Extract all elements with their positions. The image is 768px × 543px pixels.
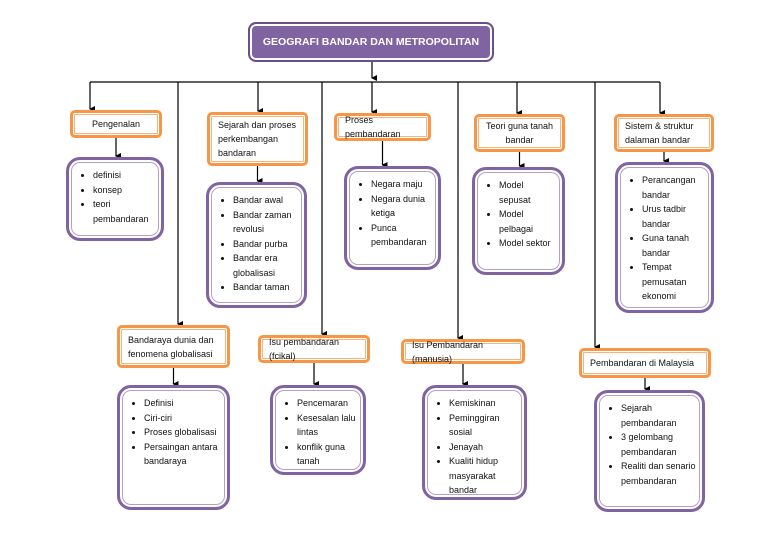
list-item: Model pelbagai <box>499 207 556 236</box>
list-item: Bandar taman <box>233 280 298 295</box>
detail-box: Perancangan bandarUrus tadbir bandarGuna… <box>615 162 714 313</box>
topic-box: Isu Pembandaran (manusia) <box>401 339 525 364</box>
detail-box: PencemaranKesesalan lalu lintaskonflik g… <box>270 385 366 475</box>
detail-list: PencemaranKesesalan lalu lintaskonflik g… <box>279 396 357 469</box>
list-item: Ciri-ciri <box>144 411 221 426</box>
list-item: definisi <box>93 168 155 183</box>
detail-list: definisikonsepteori pembandaran <box>75 168 155 226</box>
topic-box: Pengenalan <box>70 110 162 138</box>
topic-box: Sejarah dan proses perkembangan bandaran <box>207 112 308 166</box>
topic-label: Isu Pembandaran (manusia) <box>412 339 484 364</box>
list-item: 3 gelombang pembandaran <box>621 430 696 459</box>
list-item: Kualiti hidup masyarakat bandar <box>449 454 518 497</box>
topic-box: Isu pembandaran (fcikal) <box>258 335 370 363</box>
list-item: Perancangan bandar <box>642 173 705 202</box>
topic-box: Sistem & struktur dalaman bandar <box>614 114 714 152</box>
list-item: Guna tanah bandar <box>642 231 705 260</box>
list-item: Negara maju <box>371 177 432 192</box>
topic-label: Sistem & struktur dalaman bandar <box>625 121 694 145</box>
list-item: Sejarah pembandaran <box>621 401 696 430</box>
list-item: Bandar awal <box>233 193 298 208</box>
topic-box: Bandaraya dunia dan fenomena globalisasi <box>117 325 230 368</box>
topic-label: Pembandaran di Malaysia <box>590 358 695 368</box>
detail-list: DefinisiCiri-ciriProses globalisasiPersa… <box>126 396 221 469</box>
detail-box: Model sepusatModel pelbagaiModel sektor <box>472 167 565 275</box>
list-item: Urus tadbir bandar <box>642 202 705 231</box>
list-item: konsep <box>93 183 155 198</box>
list-item: Model sepusat <box>499 178 556 207</box>
list-item: Peminggiran sosial <box>449 411 518 440</box>
topic-box: Teori guna tanah bandar <box>474 114 565 152</box>
list-item: Kemiskinan <box>449 396 518 411</box>
list-item: Jenayah <box>449 440 518 455</box>
list-item: Punca pembandaran <box>371 221 432 250</box>
list-item: konflik guna tanah <box>297 440 357 469</box>
detail-list: Bandar awalBandar zaman revolusiBandar p… <box>215 193 298 295</box>
detail-box: Negara majuNegara dunia ketigaPunca pemb… <box>344 166 441 270</box>
topic-label: Proses pembandaran <box>345 115 401 139</box>
list-item: Kesesalan lalu lintas <box>297 411 357 440</box>
topic-box: Pembandaran di Malaysia <box>579 348 711 378</box>
list-item: Model sektor <box>499 236 556 251</box>
list-item: Bandar era globalisasi <box>233 251 298 280</box>
list-item: Negara dunia ketiga <box>371 192 432 221</box>
detail-box: Bandar awalBandar zaman revolusiBandar p… <box>206 182 307 308</box>
topic-box: Proses pembandaran <box>334 113 431 141</box>
main-title: GEOGRAFI BANDAR DAN METROPOLITAN <box>248 22 494 62</box>
list-item: Bandar purba <box>233 237 298 252</box>
detail-list: Sejarah pembandaran3 gelombang pembandar… <box>603 401 696 488</box>
topic-label: Teori guna tanah bandar <box>485 121 554 145</box>
topic-label: Isu pembandaran (fcikal) <box>269 337 340 361</box>
detail-list: Negara majuNegara dunia ketigaPunca pemb… <box>353 177 432 250</box>
detail-list: Perancangan bandarUrus tadbir bandarGuna… <box>624 173 705 304</box>
detail-list: KemiskinanPeminggiran sosialJenayahKuali… <box>431 396 518 497</box>
list-item: Pencemaran <box>297 396 357 411</box>
list-item: Realiti dan senario pembandaran <box>621 459 696 488</box>
topic-label: Pengenalan <box>91 119 141 129</box>
list-item: Proses globalisasi <box>144 425 221 440</box>
topic-label: Bandaraya dunia dan fenomena globalisasi <box>128 334 214 359</box>
list-item: Bandar zaman revolusi <box>233 208 298 237</box>
topic-label: Sejarah dan proses perkembangan bandaran <box>218 120 297 158</box>
list-item: Tempat pemusatan ekonomi <box>642 260 705 304</box>
detail-box: DefinisiCiri-ciriProses globalisasiPersa… <box>117 385 230 510</box>
detail-box: KemiskinanPeminggiran sosialJenayahKuali… <box>422 385 527 500</box>
detail-box: Sejarah pembandaran3 gelombang pembandar… <box>594 390 705 512</box>
list-item: Definisi <box>144 396 221 411</box>
detail-box: definisikonsepteori pembandaran <box>66 157 164 241</box>
list-item: teori pembandaran <box>93 197 155 226</box>
detail-list: Model sepusatModel pelbagaiModel sektor <box>481 178 556 251</box>
list-item: Persaingan antara bandaraya <box>144 440 221 469</box>
